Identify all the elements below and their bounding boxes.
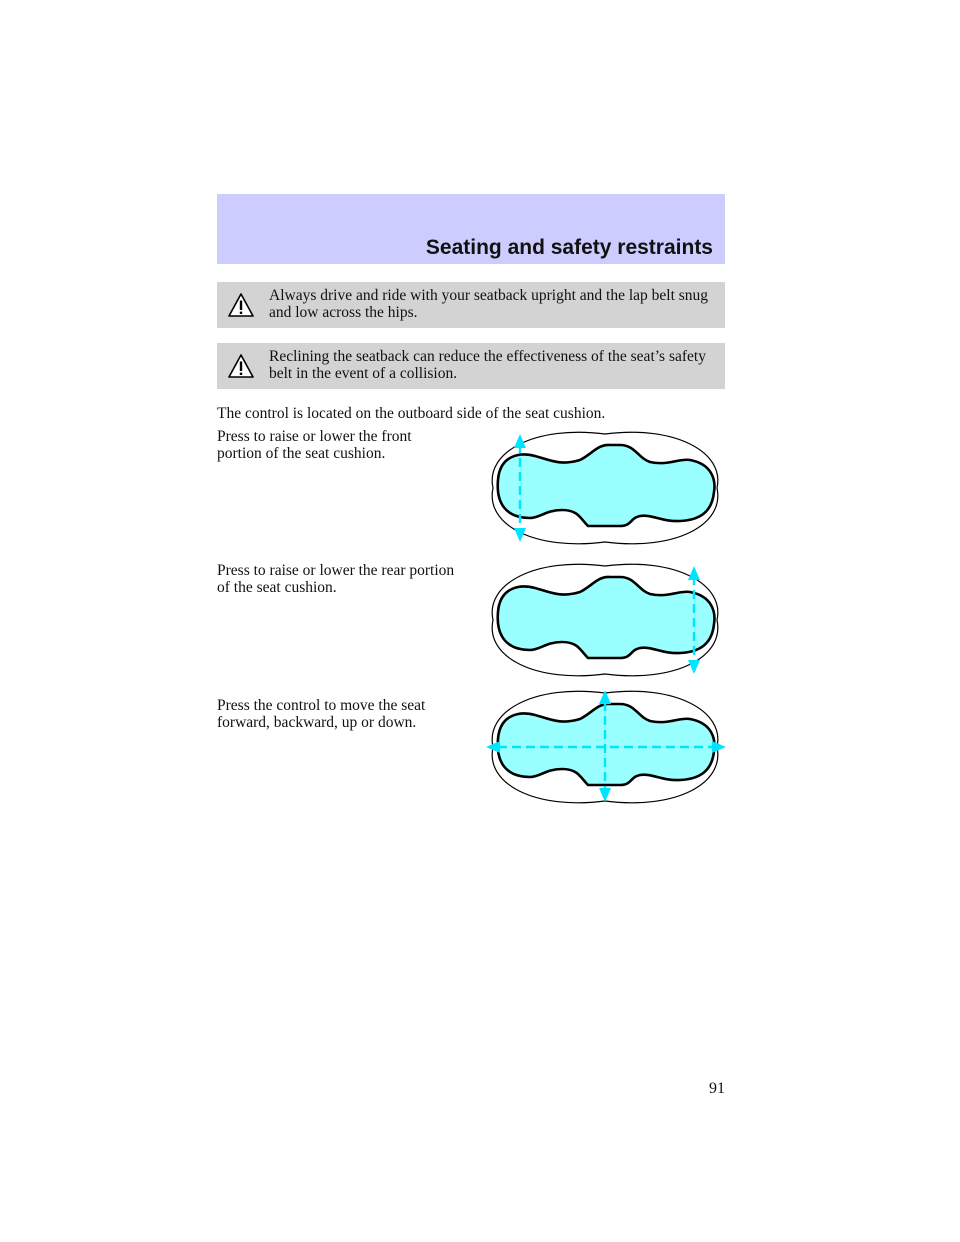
warning-triangle-icon: [228, 354, 254, 378]
warning-box-2: Reclining the seatback can reduce the ef…: [217, 343, 725, 389]
warning-box-1: Always drive and ride with your seatback…: [217, 282, 725, 328]
rear-tilt-instruction: Press to raise or lower the rear portion…: [217, 562, 455, 596]
warning-triangle-icon: [228, 293, 254, 317]
seat-control-four-way-icon: [486, 689, 726, 805]
warning-text: Always drive and ride with your seatback…: [269, 287, 709, 321]
page-number: 91: [709, 1080, 725, 1097]
seat-control-rear-tilt-icon: [490, 562, 720, 678]
section-header: Seating and safety restraints: [217, 194, 725, 264]
warning-text: Reclining the seatback can reduce the ef…: [269, 348, 706, 382]
intro-paragraph: The control is located on the outboard s…: [217, 405, 606, 422]
four-way-instruction: Press the control to move the seat forwa…: [217, 697, 426, 731]
front-tilt-instruction: Press to raise or lower the front portio…: [217, 428, 412, 462]
seat-control-front-tilt-icon: [490, 430, 720, 546]
section-title: Seating and safety restraints: [425, 236, 713, 259]
